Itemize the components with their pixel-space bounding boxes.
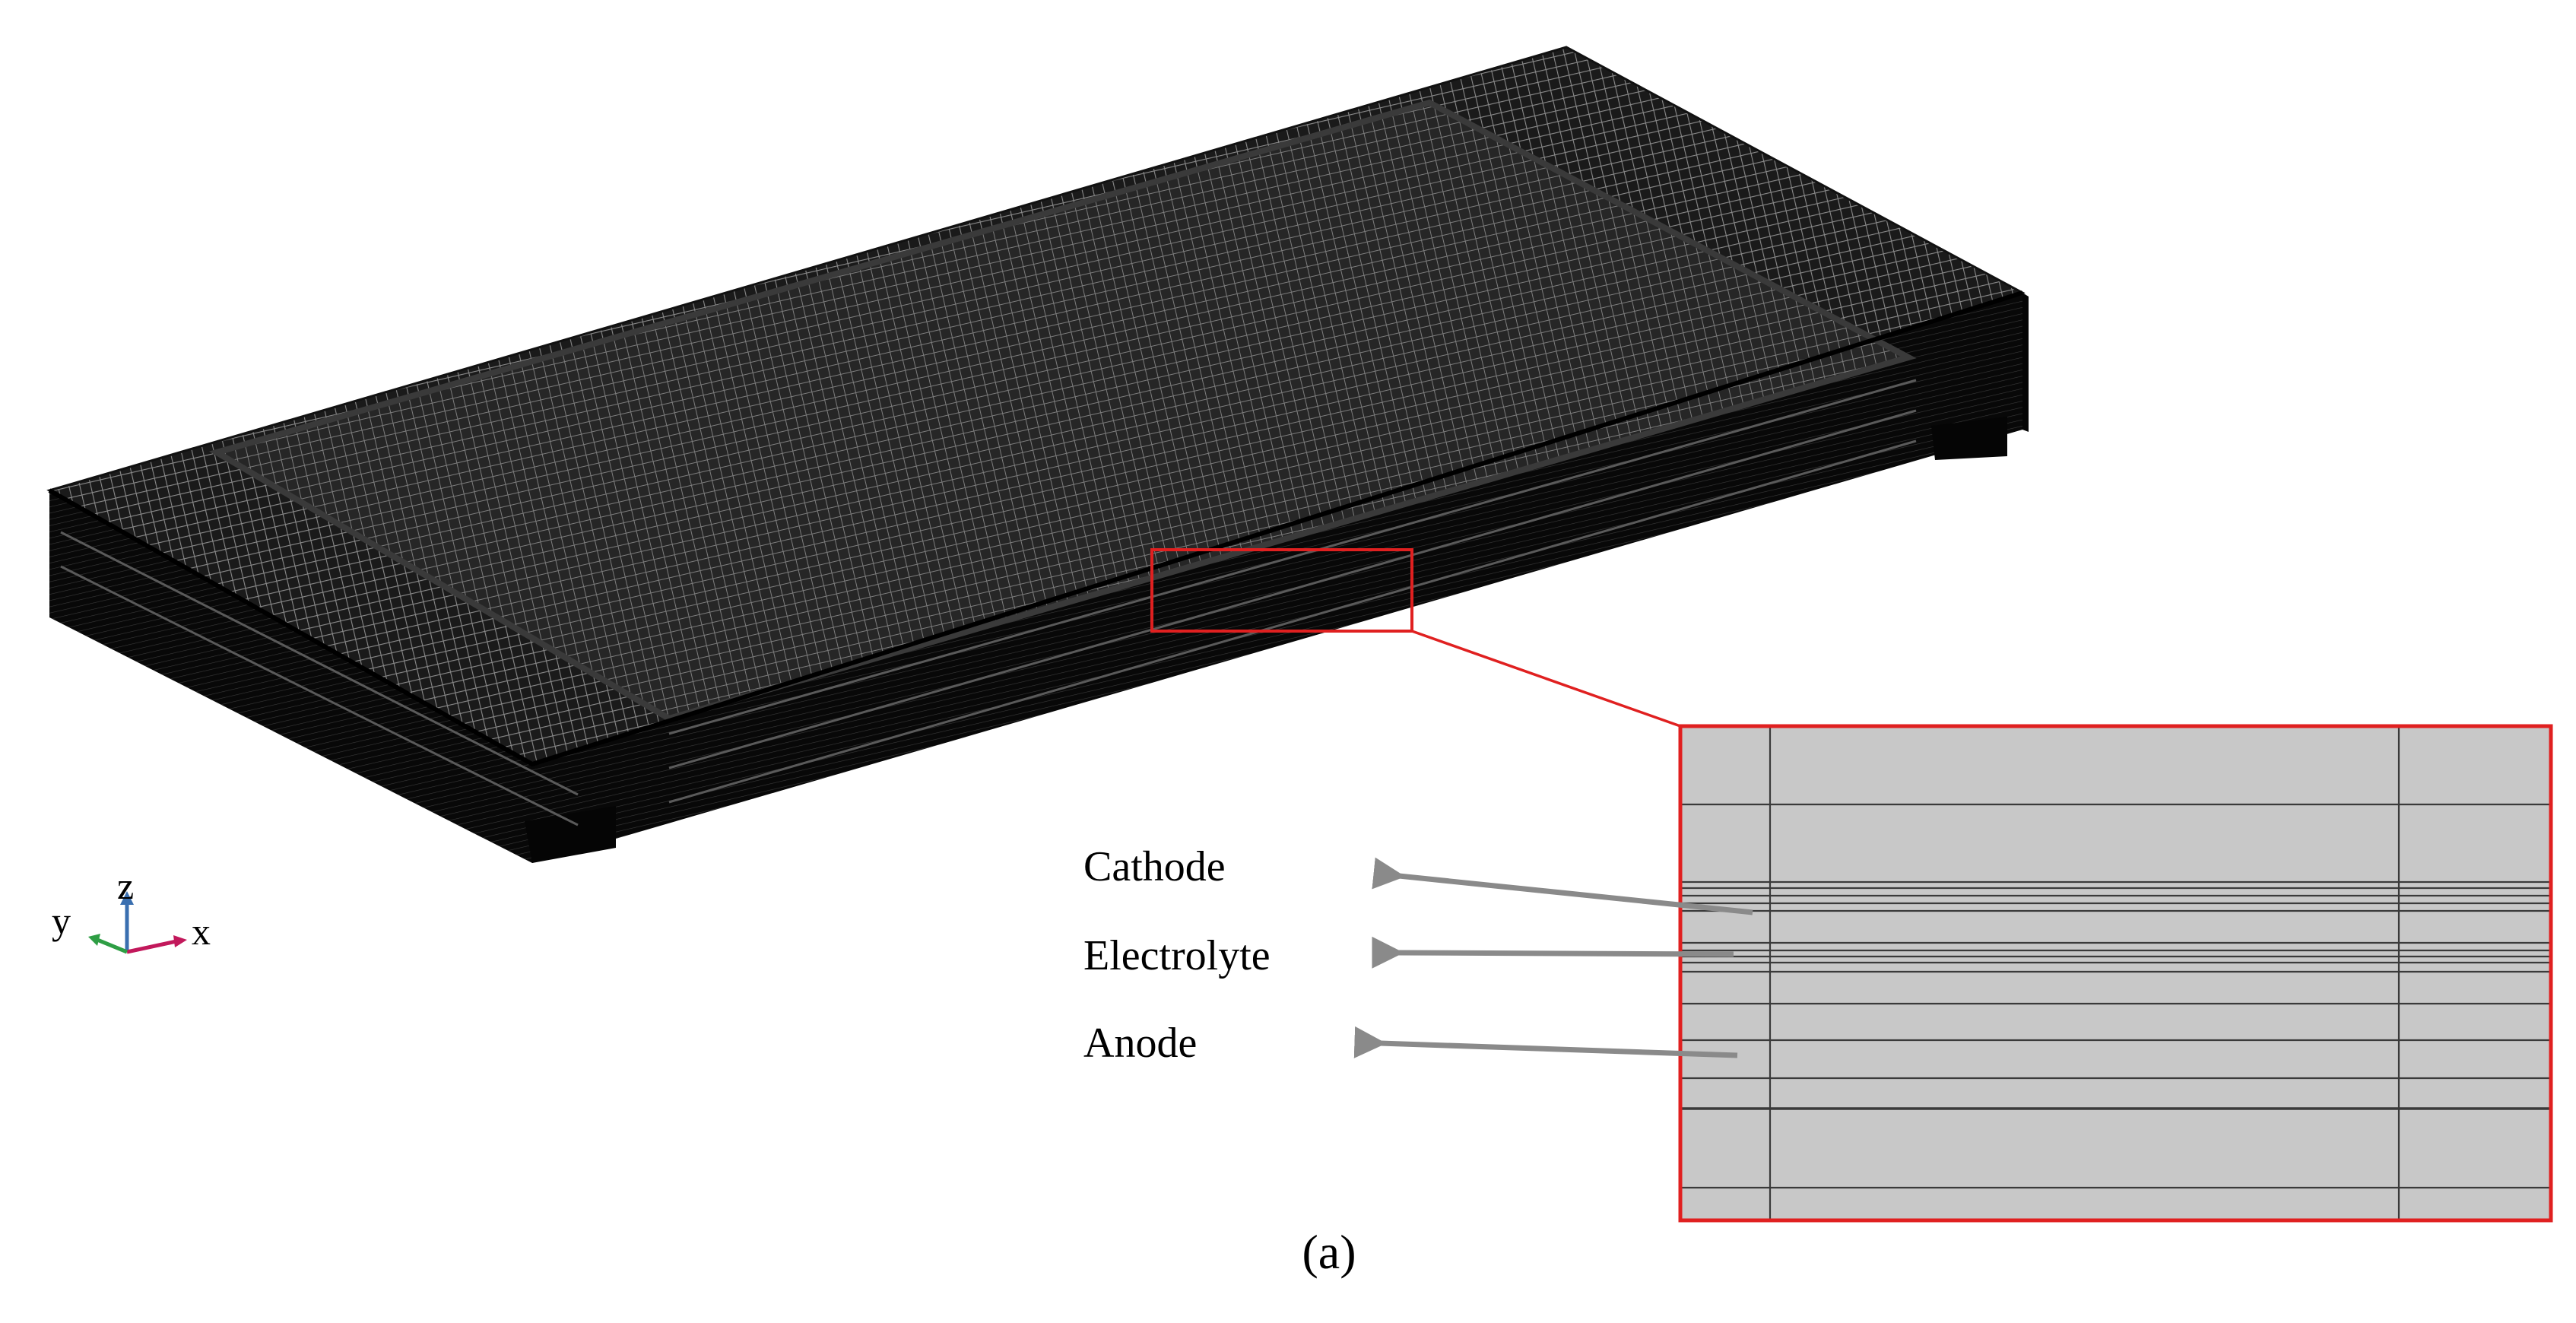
axis-x-arrow [126, 939, 177, 954]
anode-label: Anode [1083, 1020, 1197, 1067]
slab-right-face [2022, 293, 2029, 432]
layer-grooves [60, 379, 1917, 826]
slab-top-edge [48, 290, 2023, 767]
slab-foot-right [1931, 417, 2007, 460]
zoom-leader-line [1411, 630, 1681, 728]
panel-label: (a) [1302, 1225, 1356, 1279]
highlight-box [1150, 548, 1413, 633]
slab-inner-area [208, 99, 1917, 722]
cathode-label: Cathode [1083, 843, 1226, 890]
cathode-arrow [1372, 857, 1753, 915]
axis-y-head [88, 934, 100, 946]
axis-x-label: x [192, 910, 211, 953]
zoom-mesh-lines [1680, 726, 2551, 1220]
anode-arrow [1353, 1026, 1738, 1058]
pointer-arrows [1353, 857, 1753, 1058]
zoom-inset [1678, 724, 2553, 1223]
axis-z-label: z [117, 865, 134, 907]
axis-y-arrow [97, 938, 128, 954]
axis-triad: z y x [52, 865, 211, 954]
electrolyte-label: Electrolyte [1083, 932, 1271, 979]
zoom-inset-border [1678, 724, 2553, 1223]
zoom-inset-panel [1680, 726, 2551, 1220]
electrolyte-arrow [1372, 936, 1734, 969]
mesh-model [46, 46, 2029, 863]
axis-y-label: y [52, 899, 71, 942]
axis-x-head [173, 935, 187, 947]
axis-z-head [120, 891, 134, 905]
slab-foot-left [525, 806, 616, 863]
